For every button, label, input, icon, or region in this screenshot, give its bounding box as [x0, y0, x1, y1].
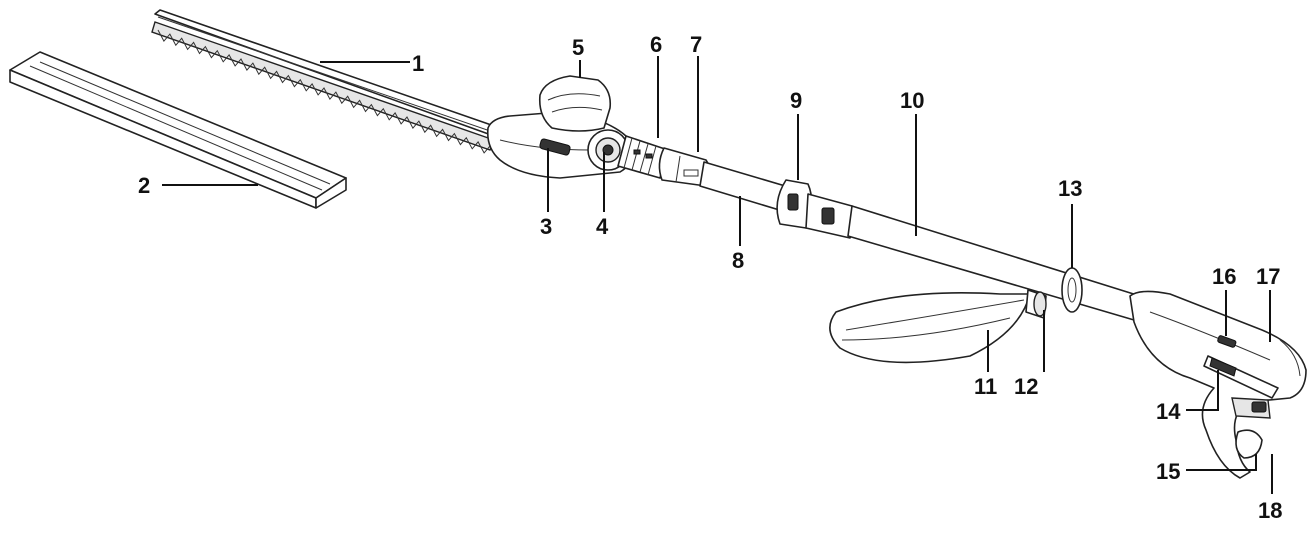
callout-11: 11: [974, 374, 997, 399]
leader-14: [1186, 370, 1219, 411]
blade-cover: [9, 51, 347, 209]
callout-4: 4: [596, 214, 609, 239]
callout-17: 17: [1256, 264, 1280, 289]
locking-sleeve: [776, 179, 857, 239]
leader-15: [1186, 454, 1257, 471]
rear-flange: [1061, 267, 1083, 313]
callout-1: 1: [412, 51, 424, 76]
callout-3: 3: [540, 214, 552, 239]
motor-housing: [486, 75, 635, 179]
callout-13: 13: [1058, 176, 1082, 201]
callout-2: 2: [138, 173, 150, 198]
callout-6: 6: [650, 32, 662, 57]
callout-labels: 1 2 3 4 5 6 7 8 9 10 11 12 13 14 15 16 1…: [138, 32, 1282, 523]
callout-12: 12: [1014, 374, 1038, 399]
callout-7: 7: [690, 32, 702, 57]
callout-5: 5: [572, 35, 584, 60]
callout-16: 16: [1212, 264, 1236, 289]
callout-18: 18: [1258, 498, 1282, 523]
rotating-joint: [617, 135, 669, 179]
cutting-blade: [151, 9, 501, 154]
callout-15: 15: [1156, 459, 1180, 484]
callout-14: 14: [1156, 399, 1181, 424]
callout-10: 10: [900, 88, 924, 113]
shoulder-strap: [829, 292, 1031, 364]
leader-lines: [162, 56, 1273, 494]
callout-8: 8: [732, 248, 744, 273]
callout-9: 9: [790, 88, 802, 113]
